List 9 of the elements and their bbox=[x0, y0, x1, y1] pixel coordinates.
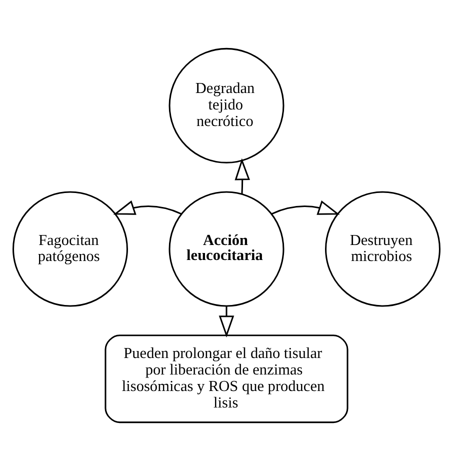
node-circle: Fagocitan patógenos bbox=[12, 191, 128, 307]
arrow bbox=[271, 200, 340, 215]
arrow bbox=[113, 200, 182, 215]
arrow bbox=[218, 306, 234, 338]
node-box: Pueden prolongar el daño tisular por liberación de enzimas lisosómicas y ROS que producen lisis bbox=[104, 334, 348, 424]
node-circle: Degradan tejido necrótico bbox=[168, 48, 284, 164]
node-circle: Destruyen microbios bbox=[325, 191, 440, 307]
node-circle: Acción leucocitaria bbox=[168, 191, 284, 307]
arrow bbox=[234, 158, 250, 194]
